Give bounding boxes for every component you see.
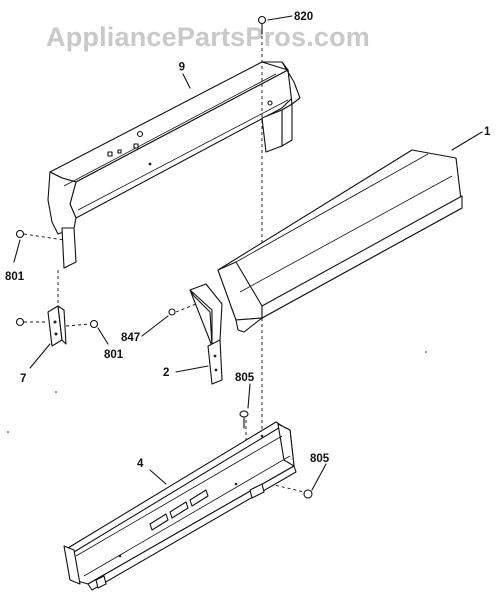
callout-6: 6 (179, 59, 185, 71)
part-805-screw-right (269, 483, 313, 499)
part-847-screw (168, 303, 197, 316)
part-801-screw-lower (15, 317, 48, 327)
callout-801-left: 801 (5, 271, 25, 283)
callout-1: 1 (484, 126, 491, 138)
part-1-front-trim (217, 149, 463, 333)
watermark-text: AppliancePartsPros.com (46, 22, 370, 52)
callout-847: 847 (121, 332, 140, 344)
callout-805-upper: 805 (235, 372, 255, 384)
part-4-control-panel (63, 421, 297, 591)
callout-2: 2 (163, 367, 169, 379)
part-805-screw-upper (239, 410, 249, 429)
callout-805-right: 805 (310, 453, 330, 465)
part-801-screw-upper (15, 229, 65, 241)
callout-4: 4 (137, 458, 144, 470)
part-820-screw (257, 15, 293, 35)
callout-7: 7 (20, 373, 26, 385)
part-2-bracket (189, 283, 223, 385)
part-801-screw-right (65, 319, 99, 329)
part-7-bracket (47, 305, 67, 347)
callout-801-right: 801 (104, 349, 124, 361)
part-6-rear-panel (47, 61, 301, 269)
callout-820: 820 (294, 11, 313, 23)
